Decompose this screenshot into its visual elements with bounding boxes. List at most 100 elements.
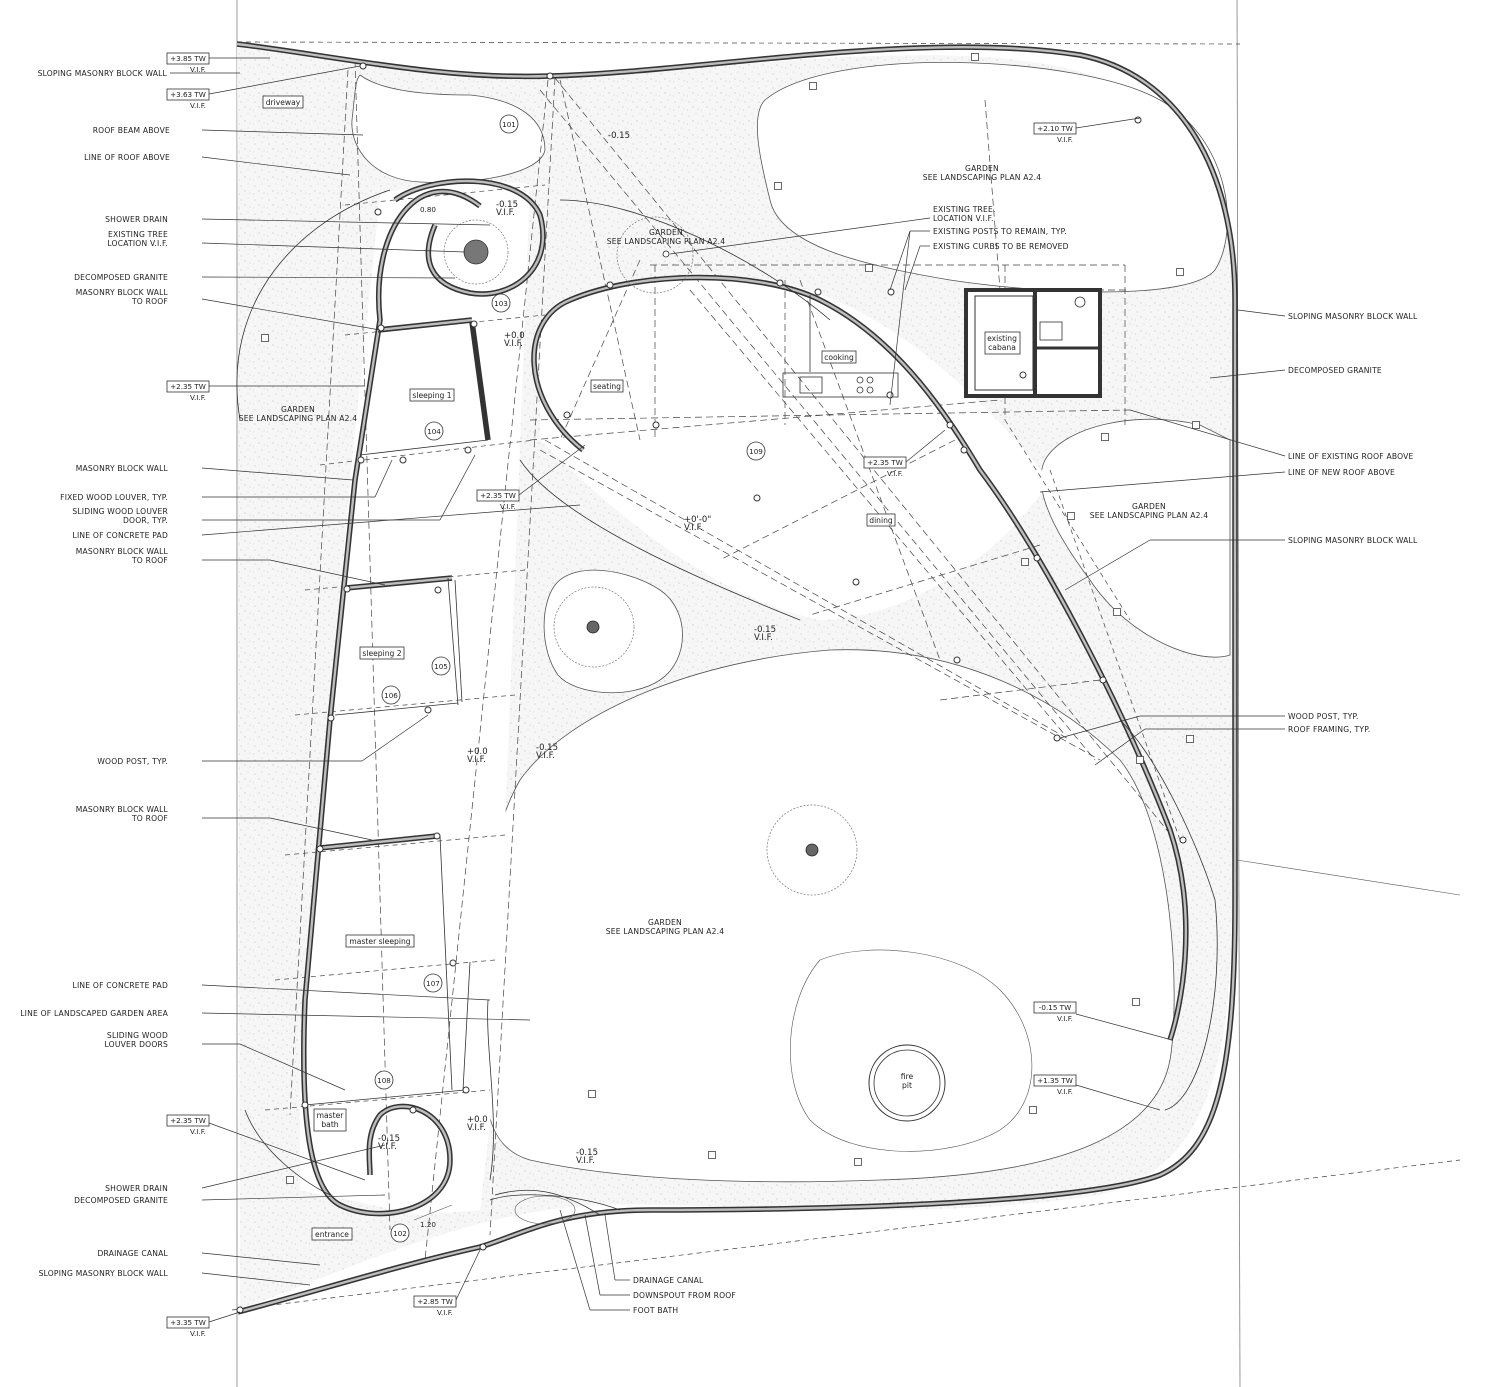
wood-post-icon [327, 714, 335, 722]
wood-post-icon [953, 656, 961, 664]
elevation-vif: V.I.F. [378, 1142, 397, 1152]
wood-posts [236, 62, 1187, 1314]
room-cabana-line2: cabana [988, 343, 1016, 352]
note-wood-post-left: WOOD POST, TYP. [97, 757, 168, 766]
room-entrance: entrance [315, 1230, 349, 1239]
right-annotations: SLOPING MASONRY BLOCK WALL DECOMPOSED GR… [1039, 309, 1418, 766]
wood-post-icon [546, 72, 554, 80]
note-curbs-to-be-removed: EXISTING CURBS TO BE REMOVED [933, 242, 1069, 251]
note-fixed-wood-louver: FIXED WOOD LOUVER, TYP. [60, 493, 168, 502]
room-number-104: 104 [427, 427, 441, 436]
landscape-pad-icon [865, 264, 873, 272]
room-number-103: 103 [494, 299, 508, 308]
garden-labels: GARDEN SEE LANDSCAPING PLAN A2.4 GARDEN … [239, 164, 1208, 936]
wood-post-icon [1033, 554, 1041, 562]
note-sliding-wood-louver-doors-line2: LOUVER DOORS [105, 1040, 168, 1049]
decomposed-granite-area [237, 45, 1232, 1310]
tw-value: +2.35 TW [867, 458, 903, 467]
landscape-pad-icon [854, 1158, 862, 1166]
tw-tag-8: +1.35 TW V.I.F. [1033, 1074, 1161, 1111]
garden-title-s: GARDEN [648, 918, 682, 927]
note-sliding-louver-door-line2: DOOR, TYP. [123, 516, 168, 525]
room-driveway: driveway [266, 98, 301, 107]
room-number-107: 107 [426, 979, 440, 988]
note-sliding-wood-louver-doors-line1: SLIDING WOOD [107, 1031, 168, 1040]
room-master-bath-line2: bath [321, 1120, 338, 1129]
tw-tag-9: +2.35 TW V.I.F. [166, 1114, 366, 1181]
elevation-value: -0.15 [536, 743, 558, 753]
note-masonry-block-wall: MASONRY BLOCK WALL [76, 464, 169, 473]
tw-tag-7: -0.15 TW V.I.F. [1033, 1001, 1173, 1041]
misc-curves [236, 189, 1218, 1225]
spot-elevation-9: -0.15 V.I.F. [378, 1134, 400, 1152]
landscape-pad-icon [1021, 558, 1029, 566]
spot-elevation-1: -0.15 V.I.F. [496, 200, 518, 218]
trees [443, 216, 858, 896]
room-cooking: cooking [824, 353, 854, 362]
note-masonry-wall-to-roof-2-line2: TO ROOF [131, 556, 168, 565]
elevation-value: -0.15 [608, 131, 630, 141]
wood-post-icon [1179, 836, 1187, 844]
landscape-pad-icon [1132, 998, 1140, 1006]
elevation-vif: V.I.F. [754, 633, 773, 643]
wood-post-icon [852, 578, 860, 586]
wood-post-icon [316, 845, 324, 853]
spot-elevations: -0.15 V.I.F. -0.15 +0.0 V.I.F. +0'-0" V.… [378, 131, 776, 1166]
dimension-0-80: 0.80 [420, 205, 436, 214]
elevation-value: +0.0 [467, 747, 488, 757]
room-sleeping-1: sleeping 1 [412, 391, 451, 400]
wood-post-icon [652, 421, 660, 429]
room-number-102: 102 [393, 1229, 407, 1238]
tw-value: +3.35 TW [170, 1318, 206, 1327]
room-numbers: 101 102 103 104 105 106 107 108 109 [374, 114, 766, 1243]
landscape-pad-icon [286, 1176, 294, 1184]
tw-value: +2.35 TW [170, 1116, 206, 1125]
note-roof-beam-above: ROOF BEAM ABOVE [93, 126, 170, 135]
elevation-value: +0.0 [467, 1115, 488, 1125]
landscape-pad-icon [261, 334, 269, 342]
note-masonry-wall-to-roof-3-line2: TO ROOF [131, 814, 168, 823]
tw-vif: V.I.F. [190, 101, 206, 110]
spot-elevation-6: +0.0 V.I.F. [467, 747, 488, 765]
tw-tag-4: +2.35 TW V.I.F. [476, 444, 586, 511]
elevation-value: -0.15 [754, 625, 776, 635]
tw-value: +3.63 TW [170, 90, 206, 99]
spot-elevation-5: -0.15 V.I.F. [754, 625, 776, 643]
left-annotations: SLOPING MASONRY BLOCK WALL ROOF BEAM ABO… [20, 69, 581, 1286]
tw-tag-2: +3.63 TW V.I.F. [166, 65, 361, 110]
wood-post-icon [464, 446, 472, 454]
wood-post-icon [357, 456, 365, 464]
wood-post-icon [359, 62, 367, 70]
tw-vif: V.I.F. [1057, 1014, 1073, 1023]
wood-post-icon [1053, 734, 1061, 742]
wood-post-icon [563, 411, 571, 419]
elevation-vif: V.I.F. [467, 1123, 486, 1133]
tw-value: +2.85 TW [417, 1297, 453, 1306]
tw-vif: V.I.F. [190, 1329, 206, 1338]
landscape-pads [261, 53, 1200, 1184]
wood-post-icon [377, 324, 385, 332]
elevation-value: -0.15 [496, 200, 518, 210]
wood-post-icon [1134, 116, 1142, 124]
elevation-vif: V.I.F. [684, 523, 703, 533]
wood-post-icon [886, 391, 894, 399]
wood-post-icon [374, 208, 382, 216]
elevation-value: -0.15 [378, 1134, 400, 1144]
wood-post-icon [1019, 371, 1027, 379]
dimensions: 0.80 1.20 [413, 205, 453, 1229]
landscape-pad-icon [809, 82, 817, 90]
wood-post-icon [887, 288, 895, 296]
tw-value: +1.35 TW [1037, 1076, 1073, 1085]
room-number-109: 109 [749, 447, 763, 456]
garden-see-w: SEE LANDSCAPING PLAN A2.4 [239, 414, 358, 423]
note-roof-framing: ROOF FRAMING, TYP. [1288, 725, 1370, 734]
room-number-101: 101 [502, 120, 516, 129]
tw-vif: V.I.F. [500, 502, 516, 511]
room-seating: seating [593, 382, 621, 391]
note-existing-tree-line2: LOCATION V.I.F. [933, 214, 994, 223]
room-number-108: 108 [377, 1076, 391, 1085]
elevation-vif: V.I.F. [576, 1156, 595, 1166]
landscape-pad-icon [1186, 735, 1194, 743]
spot-elevation-2: -0.15 [608, 131, 630, 141]
existing-tree-icon [463, 239, 489, 265]
